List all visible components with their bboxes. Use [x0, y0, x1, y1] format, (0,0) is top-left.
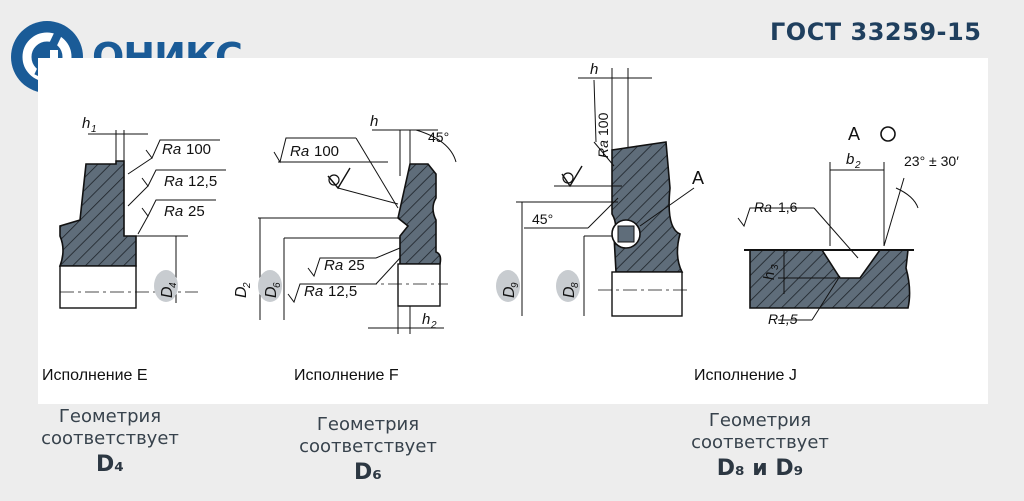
j-ra1: Ra [595, 140, 611, 158]
caption-f-line1: Геометрия [316, 414, 420, 435]
variant-j-title: Исполнение J [694, 367, 797, 384]
j-d9-sub: 9 [510, 282, 521, 288]
j-a-label: A [692, 168, 704, 188]
variant-e-title: Исполнение E [42, 367, 148, 384]
f-d2-label: D [233, 286, 250, 298]
f-ra1: Ra [290, 143, 309, 160]
f-ra3-value: 12,5 [328, 283, 357, 300]
detail-a-title: A [848, 124, 860, 144]
e-d4-label: D [159, 286, 176, 298]
j-b2-sub: 2 [854, 160, 861, 171]
caption-e-line2: соответствует [41, 428, 179, 449]
variant-j-drawing [496, 68, 919, 321]
j-h-label: h [590, 61, 598, 78]
variant-e-drawing [58, 130, 226, 309]
variant-e-section [58, 160, 137, 267]
j-b2-label: b [846, 151, 854, 168]
f-h-label: h [370, 113, 378, 130]
e-ra1-value: 100 [186, 141, 211, 158]
f-ra2-value: 25 [348, 257, 365, 274]
j-h3-sub: 3 [770, 264, 781, 270]
variant-j-section [611, 141, 684, 273]
f-d2-sub: 2 [242, 282, 253, 289]
f-ra1-value: 100 [314, 143, 339, 160]
j-r-label: R1,5 [768, 311, 798, 327]
f-d6-label: D [263, 286, 280, 298]
f-ra3: Ra [304, 283, 323, 300]
caption-j-line2: соответствует [691, 432, 829, 453]
e-h1-sub: 1 [91, 124, 97, 135]
caption-e-value: D₄ [96, 452, 124, 477]
j-h3-label: h [761, 272, 778, 280]
caption-f-line2: соответствует [299, 436, 437, 457]
e-d4-sub: 4 [168, 282, 179, 288]
j-angle: 45° [532, 211, 553, 227]
caption-j-value: D₈ и D₉ [716, 456, 804, 481]
f-h2-sub: 2 [430, 320, 437, 331]
caption-e: Геометрия соответствует D₄ [30, 406, 190, 480]
f-angle: 45° [428, 129, 449, 145]
variant-f-section [397, 163, 442, 265]
drawing-panel: h 1 Ra 100 Ra 12,5 Ra 25 D 4 h 45° Ra 1 [38, 58, 988, 404]
caption-f-value: D₆ [354, 460, 382, 485]
f-h2-label: h [422, 311, 430, 328]
e-ra2-value: 12,5 [188, 173, 217, 190]
e-ra2: Ra [164, 173, 183, 190]
j-ra2: Ra [754, 199, 772, 215]
e-ra3: Ra [164, 203, 183, 220]
variant-f-title: Исполнение F [294, 367, 399, 384]
j-ra2-value: 1,6 [778, 199, 798, 215]
caption-j-line1: Геометрия [708, 410, 812, 431]
j-d8-label: D [561, 286, 578, 298]
j-ra1-value: 100 [595, 112, 611, 136]
j-angle2: 23° ± 30′ [904, 153, 959, 169]
e-ra1: Ra [162, 141, 181, 158]
caption-e-line1: Геометрия [58, 406, 162, 427]
variant-f-drawing [258, 129, 457, 334]
technical-drawing: h 1 Ra 100 Ra 12,5 Ra 25 D 4 h 45° Ra 1 [42, 61, 959, 384]
j-d9-label: D [501, 286, 518, 298]
e-h1-label: h [82, 115, 90, 132]
j-d8-sub: 8 [570, 282, 581, 288]
e-ra3-value: 25 [188, 203, 205, 220]
f-d6-sub: 6 [272, 282, 283, 288]
caption-j: Геометрия соответствует D₈ и D₉ [680, 410, 840, 484]
standard-title: ГОСТ 33259-15 [770, 18, 982, 46]
f-ra2: Ra [324, 257, 343, 274]
caption-f: Геометрия соответствует D₆ [288, 414, 448, 488]
